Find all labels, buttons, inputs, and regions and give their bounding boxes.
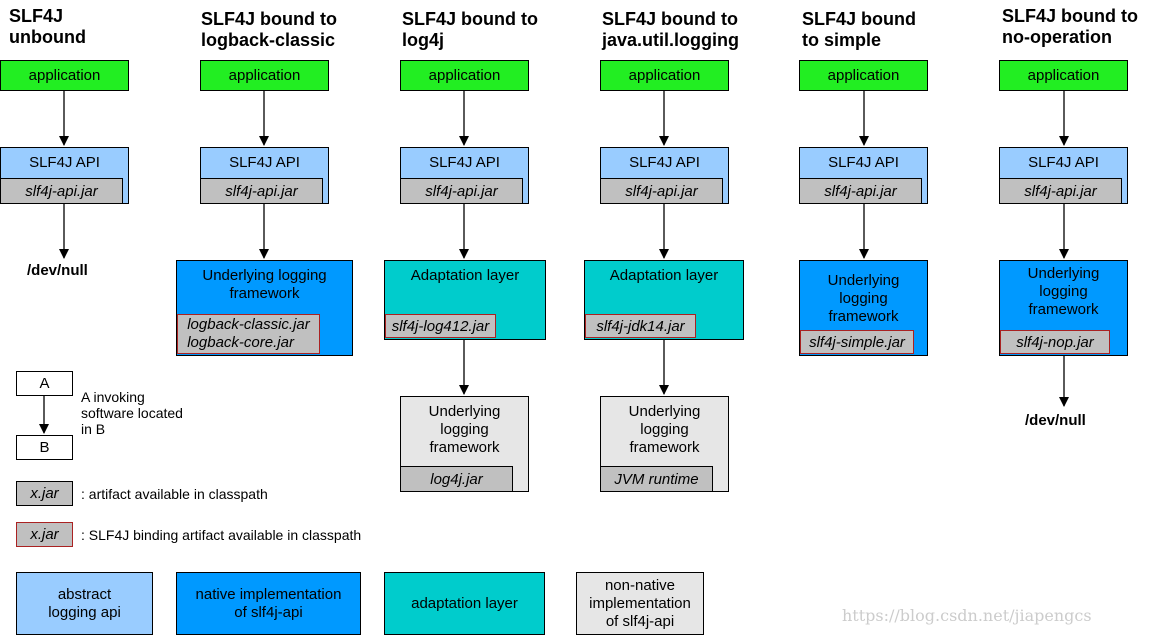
application-box: application bbox=[999, 60, 1128, 91]
legend-box-b: B bbox=[16, 435, 73, 460]
legend-native-implementation: native implementation of slf4j-api bbox=[176, 572, 361, 635]
slf4j-nop-binding-jar: slf4j-nop.jar bbox=[1000, 330, 1110, 354]
slf4j-api-label: SLF4J API bbox=[229, 154, 300, 171]
column-title-logback: SLF4J bound to logback-classic bbox=[201, 9, 337, 50]
slf4j-simple-binding-jar: slf4j-simple.jar bbox=[800, 330, 914, 354]
slf4j-api-label: SLF4J API bbox=[1028, 154, 1099, 171]
slf4j-api-jar: slf4j-api.jar bbox=[999, 178, 1122, 204]
framework-label: Underlying logging framework bbox=[1027, 265, 1100, 318]
slf4j-api-jar: slf4j-api.jar bbox=[0, 178, 123, 204]
legend-artifact-jar: x.jar bbox=[16, 481, 73, 506]
slf4j-api-jar: slf4j-api.jar bbox=[799, 178, 922, 204]
column-title-jul: SLF4J bound to java.util.logging bbox=[602, 9, 740, 50]
column-title-unbound: SLF4J unbound bbox=[9, 6, 86, 47]
legend-artifact-text: : artifact available in classpath bbox=[81, 486, 268, 502]
legend-binding-jar: x.jar bbox=[16, 522, 73, 547]
slf4j-api-label: SLF4J API bbox=[629, 154, 700, 171]
slf4j-api-label: SLF4J API bbox=[828, 154, 899, 171]
legend-invoking-text: A invoking software located in B bbox=[81, 389, 183, 437]
column-title-nop: SLF4J bound to no-operation bbox=[1002, 6, 1138, 47]
adaptation-label: Adaptation layer bbox=[410, 267, 520, 284]
column-title-simple: SLF4J bound to simple bbox=[802, 9, 916, 50]
legend-binding-text: : SLF4J binding artifact available in cl… bbox=[81, 527, 362, 543]
framework-label: Underlying logging framework bbox=[428, 403, 501, 456]
application-box: application bbox=[799, 60, 928, 91]
slf4j-jdk14-binding-jar: slf4j-jdk14.jar bbox=[585, 314, 696, 338]
application-box: application bbox=[600, 60, 729, 91]
logback-binding-jar: logback-classic.jar logback-core.jar bbox=[177, 314, 320, 354]
slf4j-api-jar: slf4j-api.jar bbox=[600, 178, 723, 204]
legend-adaptation-layer: adaptation layer bbox=[384, 572, 545, 635]
framework-label: Underlying logging framework bbox=[628, 403, 701, 456]
legend-box-a: A bbox=[16, 371, 73, 396]
legend-abstract-api: abstract logging api bbox=[16, 572, 153, 635]
adaptation-label: Adaptation layer bbox=[609, 267, 719, 284]
slf4j-api-label: SLF4J API bbox=[29, 154, 100, 171]
framework-label: Underlying logging framework bbox=[202, 267, 327, 302]
dev-null-label: /dev/null bbox=[27, 262, 88, 279]
application-box: application bbox=[400, 60, 529, 91]
jvm-runtime-jar: JVM runtime bbox=[600, 466, 713, 492]
dev-null-label: /dev/null bbox=[1025, 412, 1086, 429]
slf4j-api-jar: slf4j-api.jar bbox=[400, 178, 523, 204]
slf4j-api-label: SLF4J API bbox=[429, 154, 500, 171]
slf4j-log4j-binding-jar: slf4j-log412.jar bbox=[385, 314, 496, 338]
log4j-jar: log4j.jar bbox=[400, 466, 513, 492]
watermark-url: https://blog.csdn.net/jiapengcs bbox=[842, 606, 1092, 625]
column-title-log4j: SLF4J bound to log4j bbox=[402, 9, 538, 50]
framework-label: Underlying logging framework bbox=[827, 272, 900, 325]
application-box: application bbox=[0, 60, 129, 91]
legend-non-native-implementation: non-native implementation of slf4j-api bbox=[576, 572, 704, 635]
slf4j-api-jar: slf4j-api.jar bbox=[200, 178, 323, 204]
application-box: application bbox=[200, 60, 329, 91]
